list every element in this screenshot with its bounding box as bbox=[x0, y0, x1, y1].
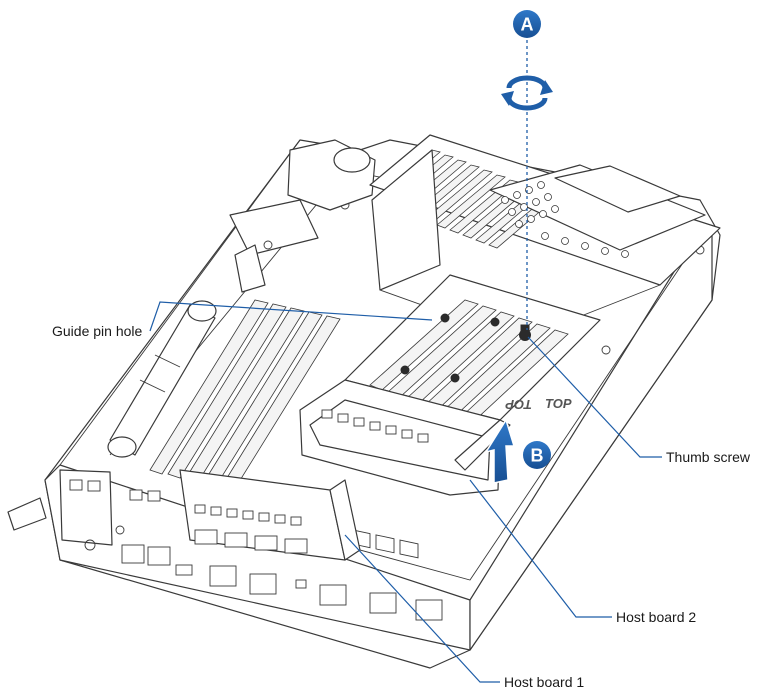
rotate-arrows-icon bbox=[501, 75, 553, 111]
guide-pin-hole-leader bbox=[149, 301, 433, 332]
front-io-ports bbox=[59, 469, 443, 621]
vent-panel bbox=[489, 164, 706, 258]
board-marking: TOP TOP bbox=[505, 396, 572, 412]
guide-pin-hole-label: Guide pin hole bbox=[52, 323, 143, 339]
step-a-label: A bbox=[521, 15, 534, 35]
host-board-2-label: Host board 2 bbox=[616, 609, 696, 625]
up-arrow-icon bbox=[484, 418, 516, 484]
step-b-group: B bbox=[484, 418, 551, 484]
step-b-label: B bbox=[531, 446, 544, 466]
thumb-screw-label: Thumb screw bbox=[666, 449, 751, 465]
back-bracket bbox=[229, 139, 376, 293]
top-marking-1: TOP bbox=[545, 396, 572, 411]
host-board-1-assembly bbox=[179, 469, 361, 561]
host-board-1-label: Host board 1 bbox=[504, 674, 584, 690]
step-b-badge bbox=[523, 441, 551, 469]
thumb-screw-leader bbox=[527, 336, 662, 458]
host-board-1-leader bbox=[344, 534, 500, 683]
dimm-slots bbox=[107, 299, 341, 491]
callout-labels: Guide pin hole Thumb screw Host board 2 … bbox=[52, 323, 751, 690]
host-board-2-assembly bbox=[299, 274, 601, 559]
step-a-badge bbox=[513, 10, 541, 38]
host-board-2-leader bbox=[469, 479, 612, 618]
callout-leaders bbox=[149, 301, 662, 683]
top-marking-2: TOP bbox=[505, 397, 532, 412]
step-a-group: A bbox=[501, 10, 553, 330]
